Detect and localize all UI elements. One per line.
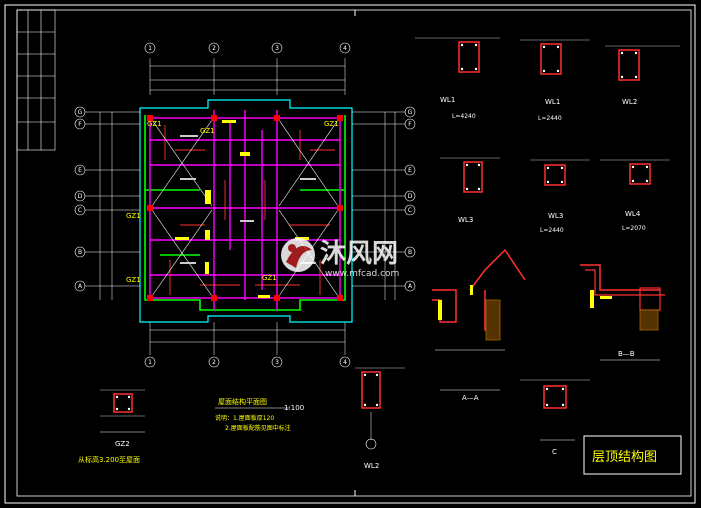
axis-label: B bbox=[408, 249, 412, 256]
axis-label: E bbox=[408, 167, 412, 174]
axis-label: A bbox=[78, 283, 83, 290]
axis-label: G bbox=[408, 109, 413, 116]
gz2-note: 从标高3.200至屋面 bbox=[78, 455, 140, 464]
plan-note-1: 说明：1.屋面板厚120 bbox=[215, 414, 274, 422]
beam-detail-label: WL3 bbox=[458, 216, 473, 224]
plan-note-2: 2.屋面板配筋见图中标注 bbox=[225, 424, 291, 432]
plan-title: 屋面结构平面图 bbox=[218, 397, 267, 406]
section-bb bbox=[580, 264, 665, 361]
beam-detail-sub: L=2070 bbox=[622, 225, 646, 232]
axis-label: 2 bbox=[212, 45, 216, 52]
section-label: A—A bbox=[462, 394, 479, 402]
sheet-inner-frame bbox=[16, 9, 692, 497]
column-label: GZ1 bbox=[262, 274, 277, 282]
beam-detail-label: WL1 bbox=[440, 96, 455, 104]
axis-label: 4 bbox=[343, 45, 347, 52]
section-aa bbox=[432, 248, 526, 391]
gz2-detail bbox=[100, 389, 145, 433]
title-block-text: 层顶结构图 bbox=[592, 450, 657, 465]
section-label: C bbox=[552, 448, 557, 456]
watermark-text: 沐风网 bbox=[320, 239, 398, 269]
axis-label: G bbox=[78, 109, 83, 116]
section-label: B—B bbox=[618, 350, 635, 358]
axis-label: D bbox=[408, 193, 413, 200]
title-block bbox=[583, 435, 682, 475]
watermark-logo bbox=[281, 238, 315, 272]
column-label: GZ1 bbox=[126, 212, 141, 220]
binding-strip bbox=[16, 9, 56, 151]
beam-detail-1 bbox=[415, 37, 500, 73]
scale-label: 1:100 bbox=[284, 404, 304, 412]
axis-label: F bbox=[78, 121, 82, 128]
axis-label: C bbox=[78, 207, 82, 214]
beam-detail-label: WL1 bbox=[545, 98, 560, 106]
axis-label: 1 bbox=[148, 359, 152, 366]
column-label: GZ1 bbox=[147, 120, 162, 128]
beam-detail-3 bbox=[605, 45, 680, 81]
beam-detail-6 bbox=[600, 159, 670, 185]
section-c bbox=[520, 379, 590, 441]
beam-detail-label: WL4 bbox=[625, 210, 641, 218]
gz2-label: GZ2 bbox=[115, 440, 130, 448]
wl2-small-label: WL2 bbox=[364, 462, 379, 470]
axis-label: A bbox=[408, 283, 413, 290]
floor-plan bbox=[99, 58, 396, 355]
sheet-border bbox=[4, 4, 696, 504]
axis-label: C bbox=[408, 207, 412, 214]
watermark-url: www.mfcad.com bbox=[325, 269, 399, 279]
axis-label: 4 bbox=[343, 359, 347, 366]
column-label: GZ1 bbox=[324, 120, 339, 128]
axis-label: 2 bbox=[212, 359, 216, 366]
beam-detail-2 bbox=[520, 39, 590, 75]
beam-detail-4 bbox=[440, 157, 500, 193]
axis-label: B bbox=[78, 249, 82, 256]
beam-detail-sub: L=2440 bbox=[540, 227, 564, 234]
axis-label: 3 bbox=[275, 359, 279, 366]
axis-label: E bbox=[78, 167, 82, 174]
beam-detail-label: WL2 bbox=[622, 98, 637, 106]
axis-label: 3 bbox=[275, 45, 279, 52]
beam-detail-sub: L=4240 bbox=[452, 113, 476, 120]
axis-label: F bbox=[408, 121, 412, 128]
wl2-small-detail bbox=[355, 367, 405, 450]
column-label: GZ1 bbox=[126, 276, 141, 284]
column-label: GZ1 bbox=[200, 127, 215, 135]
axis-label: D bbox=[78, 193, 83, 200]
beam-detail-label: WL3 bbox=[548, 212, 563, 220]
axis-bubbles-top bbox=[144, 42, 351, 368]
beam-detail-5 bbox=[530, 159, 590, 186]
axis-label: 1 bbox=[148, 45, 152, 52]
beam-detail-sub: L=2440 bbox=[538, 115, 562, 122]
